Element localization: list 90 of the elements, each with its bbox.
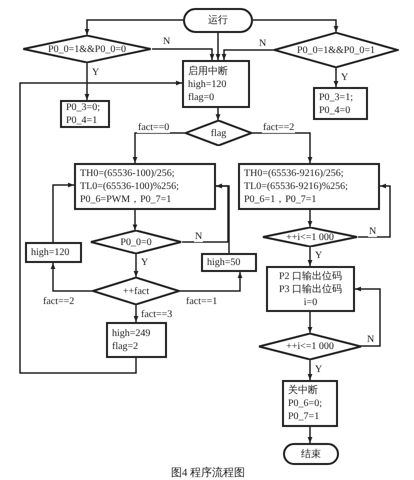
statement-text: P0_7=1 [288,410,320,423]
statement-text: P0_3=0; [66,101,101,114]
arrow [308,312,312,333]
condition-text: P0_0=1&&P0_0=1 [297,44,375,56]
statement-text: P0_6=0; [288,397,323,410]
terminal-text: 运行 [208,14,228,27]
process-box [106,322,167,358]
arrow [308,247,312,266]
terminal-text: 结束 [301,448,321,460]
statement-text: high=120 [31,246,70,259]
decision-diamond [185,120,252,146]
statement-text: high=120 [188,78,228,90]
statement-text: 启用中断 [188,64,229,78]
statement-text: TL0=(65536-100)%256; [80,180,180,193]
condition-text: ++fact [122,284,150,298]
arrow [358,184,391,238]
statement-text: P0_6=1，P0_7=1 [244,193,318,206]
arrow [134,305,138,322]
process-box [182,60,250,108]
statement-text: i=0 [304,296,318,308]
arrow [152,48,214,60]
arrow [308,360,312,380]
decision-diamond [262,227,358,247]
arrow [180,272,242,292]
decision-diamond [22,35,152,63]
statement-text: TL0=(65536-9216)%256; [244,180,349,193]
arrow [132,132,185,163]
edge-label: fact==3 [140,309,174,320]
process-box [266,266,355,312]
decision-diamond [258,333,362,360]
statement-text: flag=0 [188,90,216,104]
statement-text: P3 口输出位码 [278,282,342,296]
statement-text: P2 口输出位码 [278,270,342,282]
condition-text: flag [210,126,226,140]
decision-diamond [92,277,180,305]
arrow [222,49,273,60]
decision-diamond [90,230,182,254]
statement-text: P0_3=1; [319,90,354,104]
arrow [52,182,74,242]
arrow [134,254,138,277]
statement-text: P0_4=1 [66,114,98,127]
edge-label: fact==2 [262,122,296,133]
process-box [74,163,216,210]
edge-label: N [368,226,378,237]
process-box [313,87,368,120]
edge-label: fact==2 [42,296,76,307]
process-box [238,163,380,210]
arrow [308,427,312,443]
edge-label: N [194,231,204,242]
arrow [216,108,220,120]
edge-label: Y [91,67,100,78]
statement-text: P0_4=0 [319,104,352,116]
arrow [19,80,182,374]
arrow [252,132,312,163]
arrow [334,68,338,87]
process-box [60,100,110,128]
condition-text: P0_0=0 [120,236,152,248]
statement-text: 关中断 [288,384,319,397]
process-box [25,242,82,263]
edge-label: Y [314,364,324,375]
process-box [282,380,338,427]
edge-label: fact==1 [185,296,218,307]
arrow [84,19,183,35]
condition-text: P0_0=1&&P0_0=0 [48,42,126,56]
edge-label: N [366,334,376,345]
edge-label: Y [314,250,324,261]
arrow [253,19,338,32]
decision-diamond [273,32,399,68]
statement-text: high=50 [207,256,242,269]
statement-text: P0_6=PWM，P0_7=1 [80,193,172,206]
statement-text: flag=2 [112,340,140,353]
statement-text: high=249 [112,327,152,340]
edge-label: fact==0 [137,122,170,133]
edge-label: N [162,36,172,47]
edge-label: N [258,38,268,49]
arrow [132,210,138,230]
arrow [216,33,220,60]
edge-label: Y [340,72,350,83]
process-box [201,253,257,272]
statement-text: TH0=(65536-9216)/256; [244,167,345,180]
arrow [50,263,92,292]
condition-text: ++i<=1 000 [286,340,334,353]
arrow [355,286,381,347]
figure-caption: 图4 程序流程图 [170,467,246,479]
statement-text: TH0=(65536-100)/256; [80,167,176,180]
condition-text: ++i<=1 000 [286,230,334,244]
edge-label: Y [140,257,150,268]
arrow [84,63,90,100]
arrow [216,184,230,253]
arrow [308,210,312,227]
